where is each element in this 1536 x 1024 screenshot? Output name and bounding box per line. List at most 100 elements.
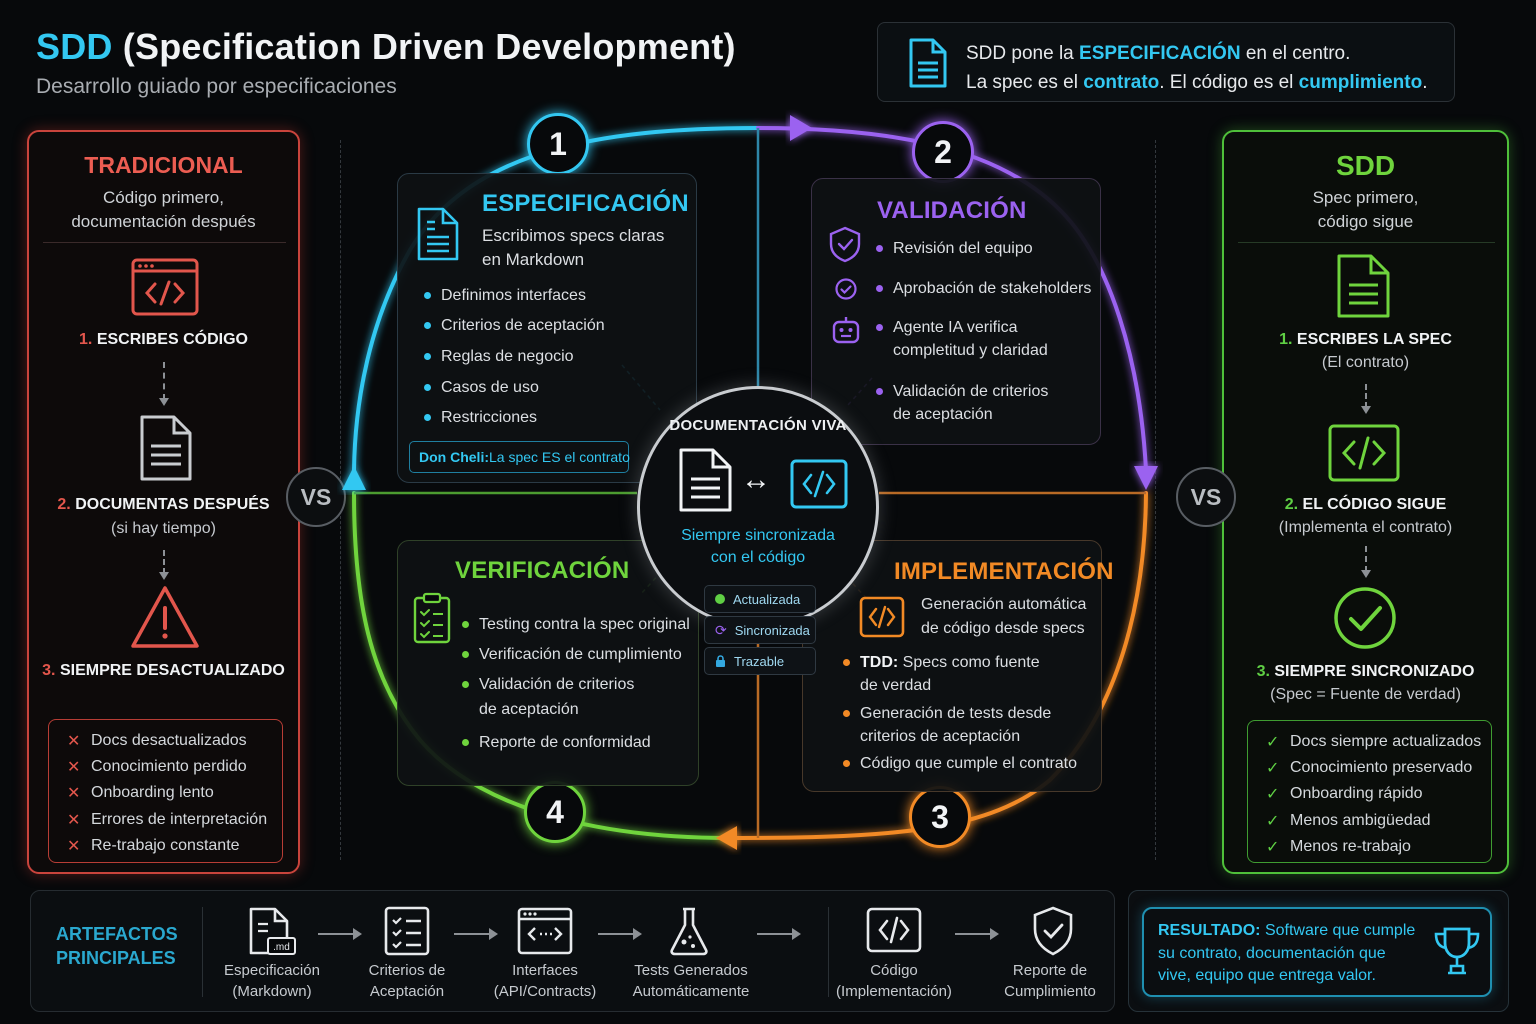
flow-arrow — [757, 928, 801, 940]
flow-arrow — [318, 928, 362, 940]
svg-text:.md: .md — [273, 942, 290, 953]
sdd-panel: SDD Spec primero, código sigue 1. ESCRIB… — [1222, 130, 1509, 874]
status-badge-traceable: Trazable — [704, 647, 816, 675]
sdd-step-2: 2. EL CÓDIGO SIGUE — [1284, 496, 1447, 513]
code-icon — [790, 459, 848, 509]
document-icon — [1337, 254, 1390, 318]
specification-title: ESPECIFICACIÓN — [482, 190, 689, 217]
specification-item: Reglas de negocio — [424, 345, 574, 368]
benefit-item: ✓Onboarding rápido — [1266, 785, 1423, 804]
sdd-subtitle-2: código sigue — [1317, 212, 1414, 231]
sdd-step-3: 3. SIEMPRE SINCRONIZADO — [1256, 663, 1475, 680]
issue-item: ✕Errores de interpretación — [67, 810, 268, 829]
code-icon — [859, 596, 905, 638]
sdd-step-1-note: (El contrato) — [1321, 354, 1410, 371]
status-badge-updated: Actualizada — [704, 585, 816, 613]
spec-contract-note: Don Cheli: La spec ES el contrato — [409, 441, 630, 473]
principle-callout: SDD pone la ESPECIFICACIÓN en el centro.… — [877, 22, 1455, 102]
artifact-label: Interfaces(API/Contracts) — [493, 962, 597, 1000]
benefit-item: ✓Docs siempre actualizados — [1266, 733, 1482, 752]
step-number-2: 2 — [912, 121, 974, 183]
specification-item: Criterios de aceptación — [424, 314, 605, 337]
artifact-label: Especificación(Markdown) — [224, 962, 320, 1000]
code-window-icon — [131, 258, 199, 316]
document-icon — [417, 207, 459, 261]
verification-item: Verificación de cumplimiento — [462, 643, 682, 666]
traditional-issues-list: ✕Docs desactualizados✕Conocimiento perdi… — [48, 719, 283, 863]
vs-badge-right: VS — [1176, 467, 1236, 527]
warning-icon — [131, 586, 199, 648]
x-icon: ✕ — [67, 733, 81, 751]
issue-item: ✕Onboarding lento — [67, 784, 214, 803]
specification-item: Definimos interfaces — [424, 284, 586, 307]
robot-icon — [832, 317, 860, 344]
traditional-step-2-note: (si hay tiempo) — [111, 520, 216, 537]
traditional-subtitle-1: Código primero, — [103, 188, 224, 207]
x-icon: ✕ — [67, 811, 81, 829]
callout-line-1: SDD pone la ESPECIFICACIÓN en el centro. — [966, 43, 1351, 64]
verification-title: VERIFICACIÓN — [455, 557, 630, 584]
specification-item: Restricciones — [424, 406, 537, 429]
artifact-label: Código(Implementación) — [836, 962, 952, 1000]
sdd-step-3-note: (Spec = Fuente de verdad) — [1270, 686, 1461, 703]
flow-arrow — [454, 928, 498, 940]
validation-title: VALIDACIÓN — [877, 197, 1027, 224]
step-number-3: 3 — [909, 786, 971, 848]
shield-check-icon — [1033, 906, 1073, 956]
validation-item: Aprobación de stakeholders — [876, 277, 1091, 300]
specification-item: Casos de uso — [424, 376, 539, 399]
traditional-subtitle-2: documentación después — [71, 212, 256, 231]
check-icon: ✓ — [1266, 786, 1280, 804]
code-icon — [1328, 424, 1400, 482]
verification-card: VERIFICACIÓN Testing contra la spec orig… — [397, 540, 699, 786]
issue-item: ✕Re-trabajo constante — [67, 836, 240, 855]
document-icon — [140, 415, 192, 481]
code-icon — [866, 907, 922, 953]
sdd-title: SDD — [1335, 150, 1396, 181]
validation-item: Revisión del equipo — [876, 237, 1033, 260]
step-number-1: 1 — [527, 113, 589, 175]
page-subtitle: Desarrollo guiado por especificaciones — [36, 75, 397, 98]
traditional-step-1: 1. ESCRIBES CÓDIGO — [79, 331, 248, 348]
sdd-step-1: 1. ESCRIBES LA SPEC — [1279, 331, 1452, 348]
benefit-item: ✓Menos ambigüedad — [1266, 811, 1431, 830]
interface-window-icon — [517, 907, 573, 955]
verification-item: Testing contra la spec original — [462, 613, 690, 636]
traditional-step-3: 3. SIEMPRE DESACTUALIZADO — [42, 662, 285, 679]
check-circle-icon — [1334, 587, 1396, 649]
sdd-benefits-list: ✓Docs siempre actualizados✓Conocimiento … — [1247, 720, 1492, 863]
step-number-4: 4 — [524, 781, 586, 843]
lock-icon — [716, 654, 725, 667]
document-icon — [679, 448, 732, 512]
check-icon: ✓ — [1266, 760, 1280, 778]
badge-check-icon — [835, 278, 857, 300]
traditional-title: TRADICIONAL — [84, 152, 243, 178]
flask-icon — [670, 907, 708, 956]
check-icon: ✓ — [1266, 838, 1280, 856]
sdd-subtitle-1: Spec primero, — [1312, 188, 1419, 207]
sync-arrow: ↔ — [741, 463, 771, 496]
status-badge-synced: ⟳Sincronizada — [704, 616, 816, 644]
issue-item: ✕Conocimiento perdido — [67, 758, 247, 777]
x-icon: ✕ — [67, 785, 81, 803]
check-icon: ✓ — [1266, 812, 1280, 830]
x-icon: ✕ — [67, 759, 81, 777]
dot-icon — [715, 594, 725, 604]
shield-check-icon — [829, 226, 861, 263]
markdown-file-icon: .md — [249, 907, 296, 955]
x-icon: ✕ — [67, 837, 81, 855]
check-icon: ✓ — [1266, 734, 1280, 752]
sdd-step-2-note: (Implementa el contrato) — [1278, 519, 1453, 536]
traditional-step-2: 2. DOCUMENTAS DESPUÉS — [57, 496, 270, 513]
